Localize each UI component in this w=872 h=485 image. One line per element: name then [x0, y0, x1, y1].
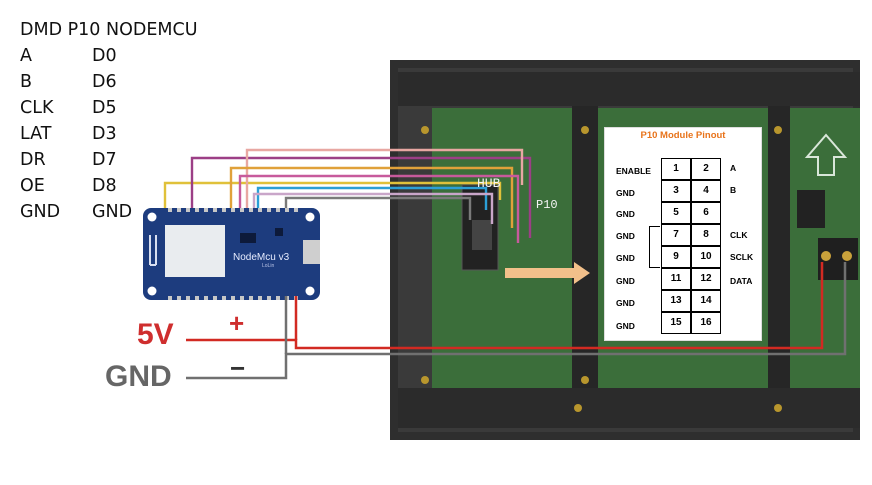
p10-label: P10 — [536, 198, 558, 212]
pin-left-label: GND — [616, 231, 635, 241]
pin-cell: 15 — [661, 312, 691, 334]
p10-led-panel — [390, 60, 860, 440]
dmd-pin: B — [20, 72, 33, 92]
vcc-wire — [186, 262, 824, 350]
hub-label: HUB — [477, 176, 501, 191]
minus-sign: − — [230, 353, 246, 383]
dmd-pin: GND — [20, 202, 61, 222]
pin-cell: 5 — [661, 202, 691, 224]
nodemcu-pin: D0 — [92, 46, 117, 66]
wire-b — [190, 156, 532, 238]
pin-left-label: GND — [616, 209, 635, 219]
wire-clk — [245, 148, 524, 208]
pin-cell: 7 — [661, 224, 691, 246]
dmd-pin: A — [20, 46, 32, 66]
pin-cell: 3 — [661, 180, 691, 202]
nodemcu-pin: D3 — [92, 124, 117, 144]
power-wires — [186, 262, 847, 380]
dmd-pin: OE — [20, 176, 45, 196]
nodemcu-pin: D7 — [92, 150, 117, 170]
wire-oe — [238, 174, 520, 243]
vcc-label: 5V — [137, 318, 174, 351]
nodemcu-pin: D8 — [92, 176, 117, 196]
dmd-pin: LAT — [20, 124, 52, 144]
pin-cell: 10 — [691, 246, 721, 268]
nodemcu-pin: D5 — [92, 98, 117, 118]
gnd-label: GND — [105, 360, 172, 393]
dmd-pin: DR — [20, 150, 46, 170]
pin-left-label: GND — [616, 253, 635, 263]
wire-dr — [256, 186, 488, 210]
nodemcu-board — [143, 208, 320, 300]
pin-cell: 9 — [661, 246, 691, 268]
pin-right-label: A — [730, 163, 737, 173]
pin-right-label: B — [730, 185, 737, 195]
pin-left-label: GND — [616, 276, 635, 286]
p10-pinout-card: P10 Module Pinout 1 2 3 4 5 6 7 8 9 10 1… — [604, 127, 762, 341]
board-subname: LoLin — [262, 263, 275, 269]
dmd-pin: CLK — [20, 98, 54, 118]
pin-cell: 6 — [691, 202, 721, 224]
pin-left-label: GND — [616, 188, 635, 198]
pin-cell: 1 — [661, 158, 691, 180]
pinout-title: P10 Module Pinout — [640, 130, 726, 141]
pin-cell: 2 — [691, 158, 721, 180]
mapping-header: DMD P10 NODEMCU — [20, 20, 198, 40]
pin-left-label: GND — [616, 321, 635, 331]
signal-wires — [163, 148, 532, 243]
plus-sign: + — [229, 308, 245, 338]
pin-cell: 12 — [691, 268, 721, 290]
wire-extra — [252, 192, 494, 224]
pin-cell: 11 — [661, 268, 691, 290]
nodemcu-pin: D6 — [92, 72, 117, 92]
wire-gnd-signal — [284, 196, 472, 220]
board-name: NodeMcu v3 — [233, 252, 290, 263]
pin-left-label: GND — [616, 298, 635, 308]
wire-a — [163, 181, 502, 208]
pin-left-label: ENABLE — [616, 166, 651, 176]
pinout-bracket — [649, 226, 660, 268]
pin-cell: 14 — [691, 290, 721, 312]
pin-cell: 13 — [661, 290, 691, 312]
pin-cell: 8 — [691, 224, 721, 246]
wire-lat — [229, 166, 514, 228]
pin-right-label: DATA — [730, 276, 753, 286]
pin-right-label: CLK — [730, 230, 748, 240]
nodemcu-pin: GND — [92, 202, 133, 222]
pin-cell: 4 — [691, 180, 721, 202]
pin-right-label: SCLK — [730, 252, 754, 262]
pin-cell: 16 — [691, 312, 721, 334]
